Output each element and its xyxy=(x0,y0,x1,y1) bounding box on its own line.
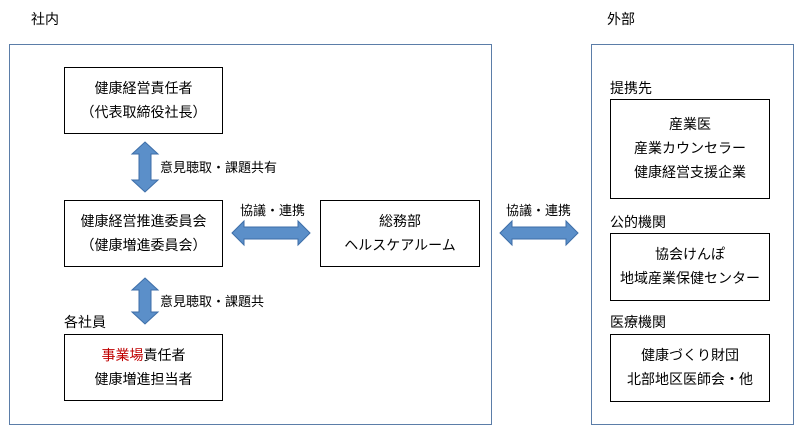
middle-arrow-label: 協議・連携 xyxy=(506,204,572,219)
healthcare-room-title: ヘルスケアルーム xyxy=(344,237,456,254)
arrow-h-label: 協議・連携 xyxy=(240,204,306,219)
site-highlight-text: 事業場 xyxy=(101,347,144,364)
public-item: 地域産業保健センター xyxy=(620,271,760,287)
internal-panel xyxy=(9,44,492,425)
medical-item: 北部地区医師会・他 xyxy=(627,372,753,388)
general-affairs-title: 総務部 xyxy=(379,213,421,230)
committee-title: 健康経営推進委員会 xyxy=(80,213,207,230)
committee-subtitle: （健康増進委員会） xyxy=(80,237,207,254)
internal-title: 社内 xyxy=(31,12,59,28)
partner-item: 産業カウンセラー xyxy=(634,141,746,157)
arrow2-label: 意見聴取・課題共 xyxy=(160,295,265,310)
arrow1-label: 意見聴取・課題共有 xyxy=(160,161,278,176)
site-manager-box: 事業場責任者 健康増進担当者 xyxy=(64,334,223,401)
ceo-box: 健康経営責任者 （代表取締役社長） xyxy=(64,67,223,134)
public-item: 協会けんぽ xyxy=(655,247,725,263)
horizontal-double-arrow-external xyxy=(499,219,579,247)
medical-item: 健康づくり財団 xyxy=(641,348,739,364)
public-box: 協会けんぽ 地域産業保健センター xyxy=(610,233,770,301)
partners-box: 産業医 産業カウンセラー 健康経営支援企業 xyxy=(610,99,770,199)
ceo-title: 健康経営責任者 xyxy=(94,80,193,97)
health-promotion-staff: 健康増進担当者 xyxy=(94,371,193,388)
vertical-double-arrow-2 xyxy=(130,277,160,325)
ceo-subtitle: （代表取締役社長） xyxy=(80,104,207,121)
horizontal-double-arrow-internal xyxy=(231,219,311,247)
public-label: 公的機関 xyxy=(610,215,666,231)
site-manager-rest: 責任者 xyxy=(143,347,186,364)
general-affairs-box: 総務部 ヘルスケアルーム xyxy=(320,200,480,267)
site-manager-title: 事業場責任者 xyxy=(102,344,186,368)
external-title: 外部 xyxy=(607,12,635,28)
medical-box: 健康づくり財団 北部地区医師会・他 xyxy=(610,334,770,402)
medical-label: 医療機関 xyxy=(610,315,666,331)
partners-label: 提携先 xyxy=(610,81,652,97)
vertical-double-arrow-1 xyxy=(130,141,160,193)
branches-label: 各社員 xyxy=(64,315,106,331)
partner-item: 産業医 xyxy=(669,117,711,133)
external-panel xyxy=(591,44,794,425)
committee-box: 健康経営推進委員会 （健康増進委員会） xyxy=(64,200,223,267)
partner-item: 健康経営支援企業 xyxy=(634,165,746,181)
